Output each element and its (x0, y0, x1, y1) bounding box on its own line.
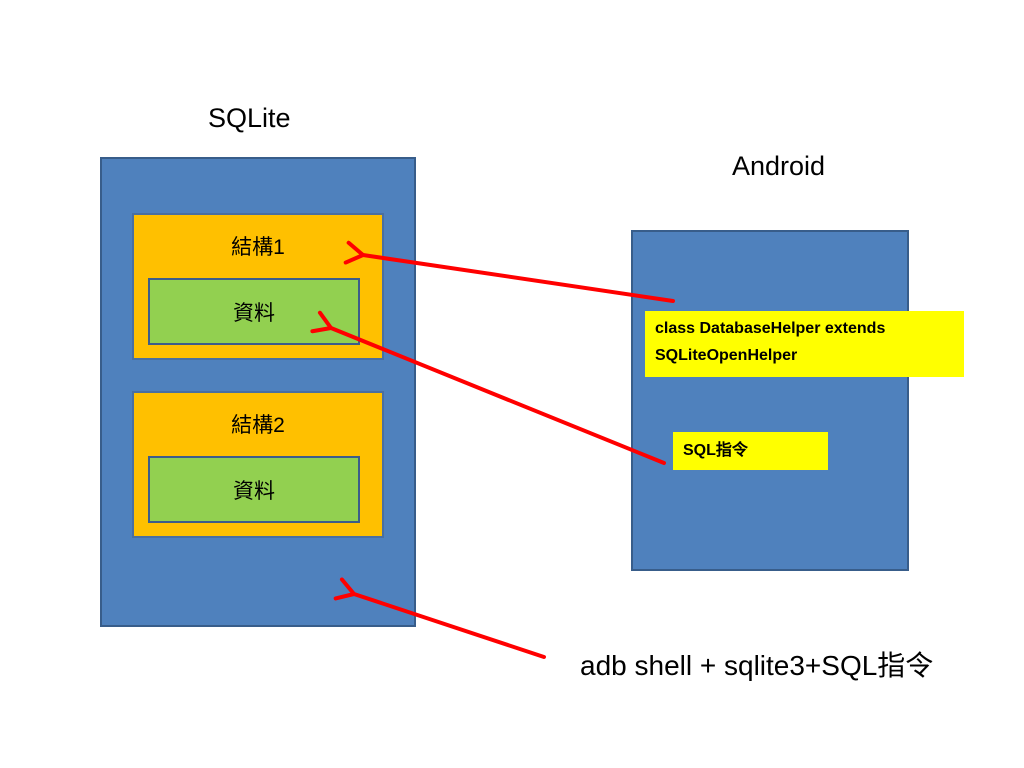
android-title: Android (732, 151, 826, 181)
android-container (631, 230, 909, 571)
sqlite-title: SQLite (208, 103, 291, 133)
sql-command-note: SQL指令 (673, 432, 828, 470)
database-helper-line-1: class DatabaseHelper extends (655, 320, 886, 337)
database-helper-note: class DatabaseHelper extends SQLiteOpenH… (645, 311, 964, 377)
structure-1-label: 結構1 (231, 236, 285, 259)
database-helper-line-2: SQLiteOpenHelper (655, 347, 798, 364)
structure-1-data-box: 資料 (148, 278, 360, 345)
structure-2-label: 結構2 (231, 414, 285, 437)
adb-command-text: adb shell + sqlite3+SQL指令 (580, 650, 934, 681)
structure-2-data-box: 資料 (148, 456, 360, 523)
